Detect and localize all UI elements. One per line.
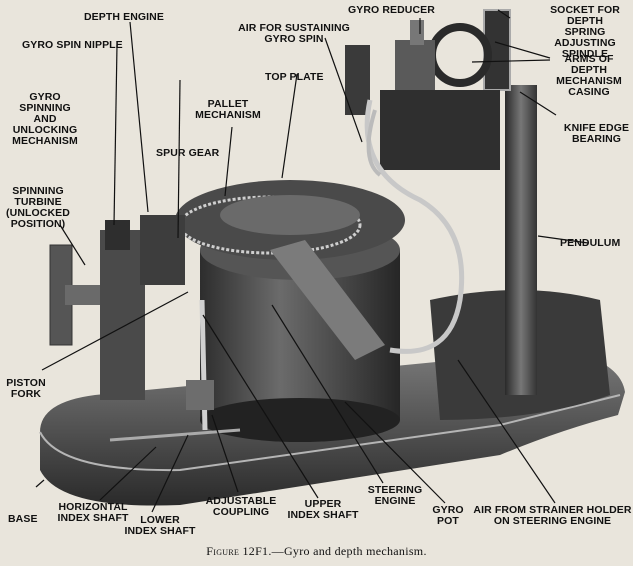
pendulum-bar (505, 85, 537, 395)
gyro-reducer-assembly (345, 20, 500, 170)
adjustable-coupling (186, 380, 214, 410)
label-pendulum: PENDULUM (560, 237, 621, 249)
label-air-sustaining-gyro-spin: AIR FOR SUSTAINING GYRO SPIN (238, 22, 350, 45)
label-horizontal-index-shaft: HORIZONTAL INDEX SHAFT (57, 501, 129, 524)
label-gyro-spinning-unlocking: GYRO SPINNING AND UNLOCKING MECHANISM (12, 91, 78, 147)
label-spur-gear: SPUR GEAR (156, 147, 220, 159)
label-depth-engine: DEPTH ENGINE (84, 11, 164, 23)
leader-lines (35, 9, 589, 513)
top-plate (175, 180, 405, 260)
figure-number: Figure 12F1. (206, 544, 272, 558)
figure-caption: Figure 12F1.—Gyro and depth mechanism. (0, 544, 633, 559)
label-arms-depth-mechanism-casing: ARMS OF DEPTH MECHANISM CASING (556, 53, 622, 98)
label-lower-index-shaft: LOWER INDEX SHAFT (124, 514, 196, 537)
air-pipe-2 (366, 109, 382, 177)
label-pallet-mechanism: PALLET MECHANISM (195, 98, 261, 121)
air-pipe (364, 99, 465, 354)
label-adjustable-coupling: ADJUSTABLE COUPLING (205, 495, 277, 518)
gyro-spinning-mechanism (100, 215, 185, 400)
horizontal-index-shaft (109, 428, 241, 442)
label-depth-spring-socket: SOCKET FOR DEPTH SPRING ADJUSTING SPINDL… (550, 4, 620, 60)
label-air-from-strainer-holder: AIR FROM STRAINER HOLDER ON STEERING ENG… (473, 504, 632, 527)
upper-index-shaft (199, 299, 208, 431)
steering-engine-nozzle (270, 240, 385, 360)
label-gyro-reducer: GYRO REDUCER (348, 4, 435, 16)
label-knife-edge-bearing: KNIFE EDGE BEARING (563, 122, 630, 145)
label-gyro-pot: GYRO POT (432, 504, 464, 527)
label-gyro-spin-nipple: GYRO SPIN NIPPLE (22, 39, 123, 51)
label-top-plate: TOP PLATE (265, 71, 324, 83)
label-steering-engine: STEERING ENGINE (367, 484, 423, 507)
label-piston-fork: PISTON FORK (6, 377, 46, 400)
label-base: BASE (8, 513, 38, 525)
caption-text: —Gyro and depth mechanism. (271, 544, 427, 558)
label-upper-index-shaft: UPPER INDEX SHAFT (287, 498, 359, 521)
arm-wheel (428, 23, 492, 87)
label-spinning-turbine: SPINNING TURBINE (UNLOCKED POSITION) (6, 185, 70, 230)
